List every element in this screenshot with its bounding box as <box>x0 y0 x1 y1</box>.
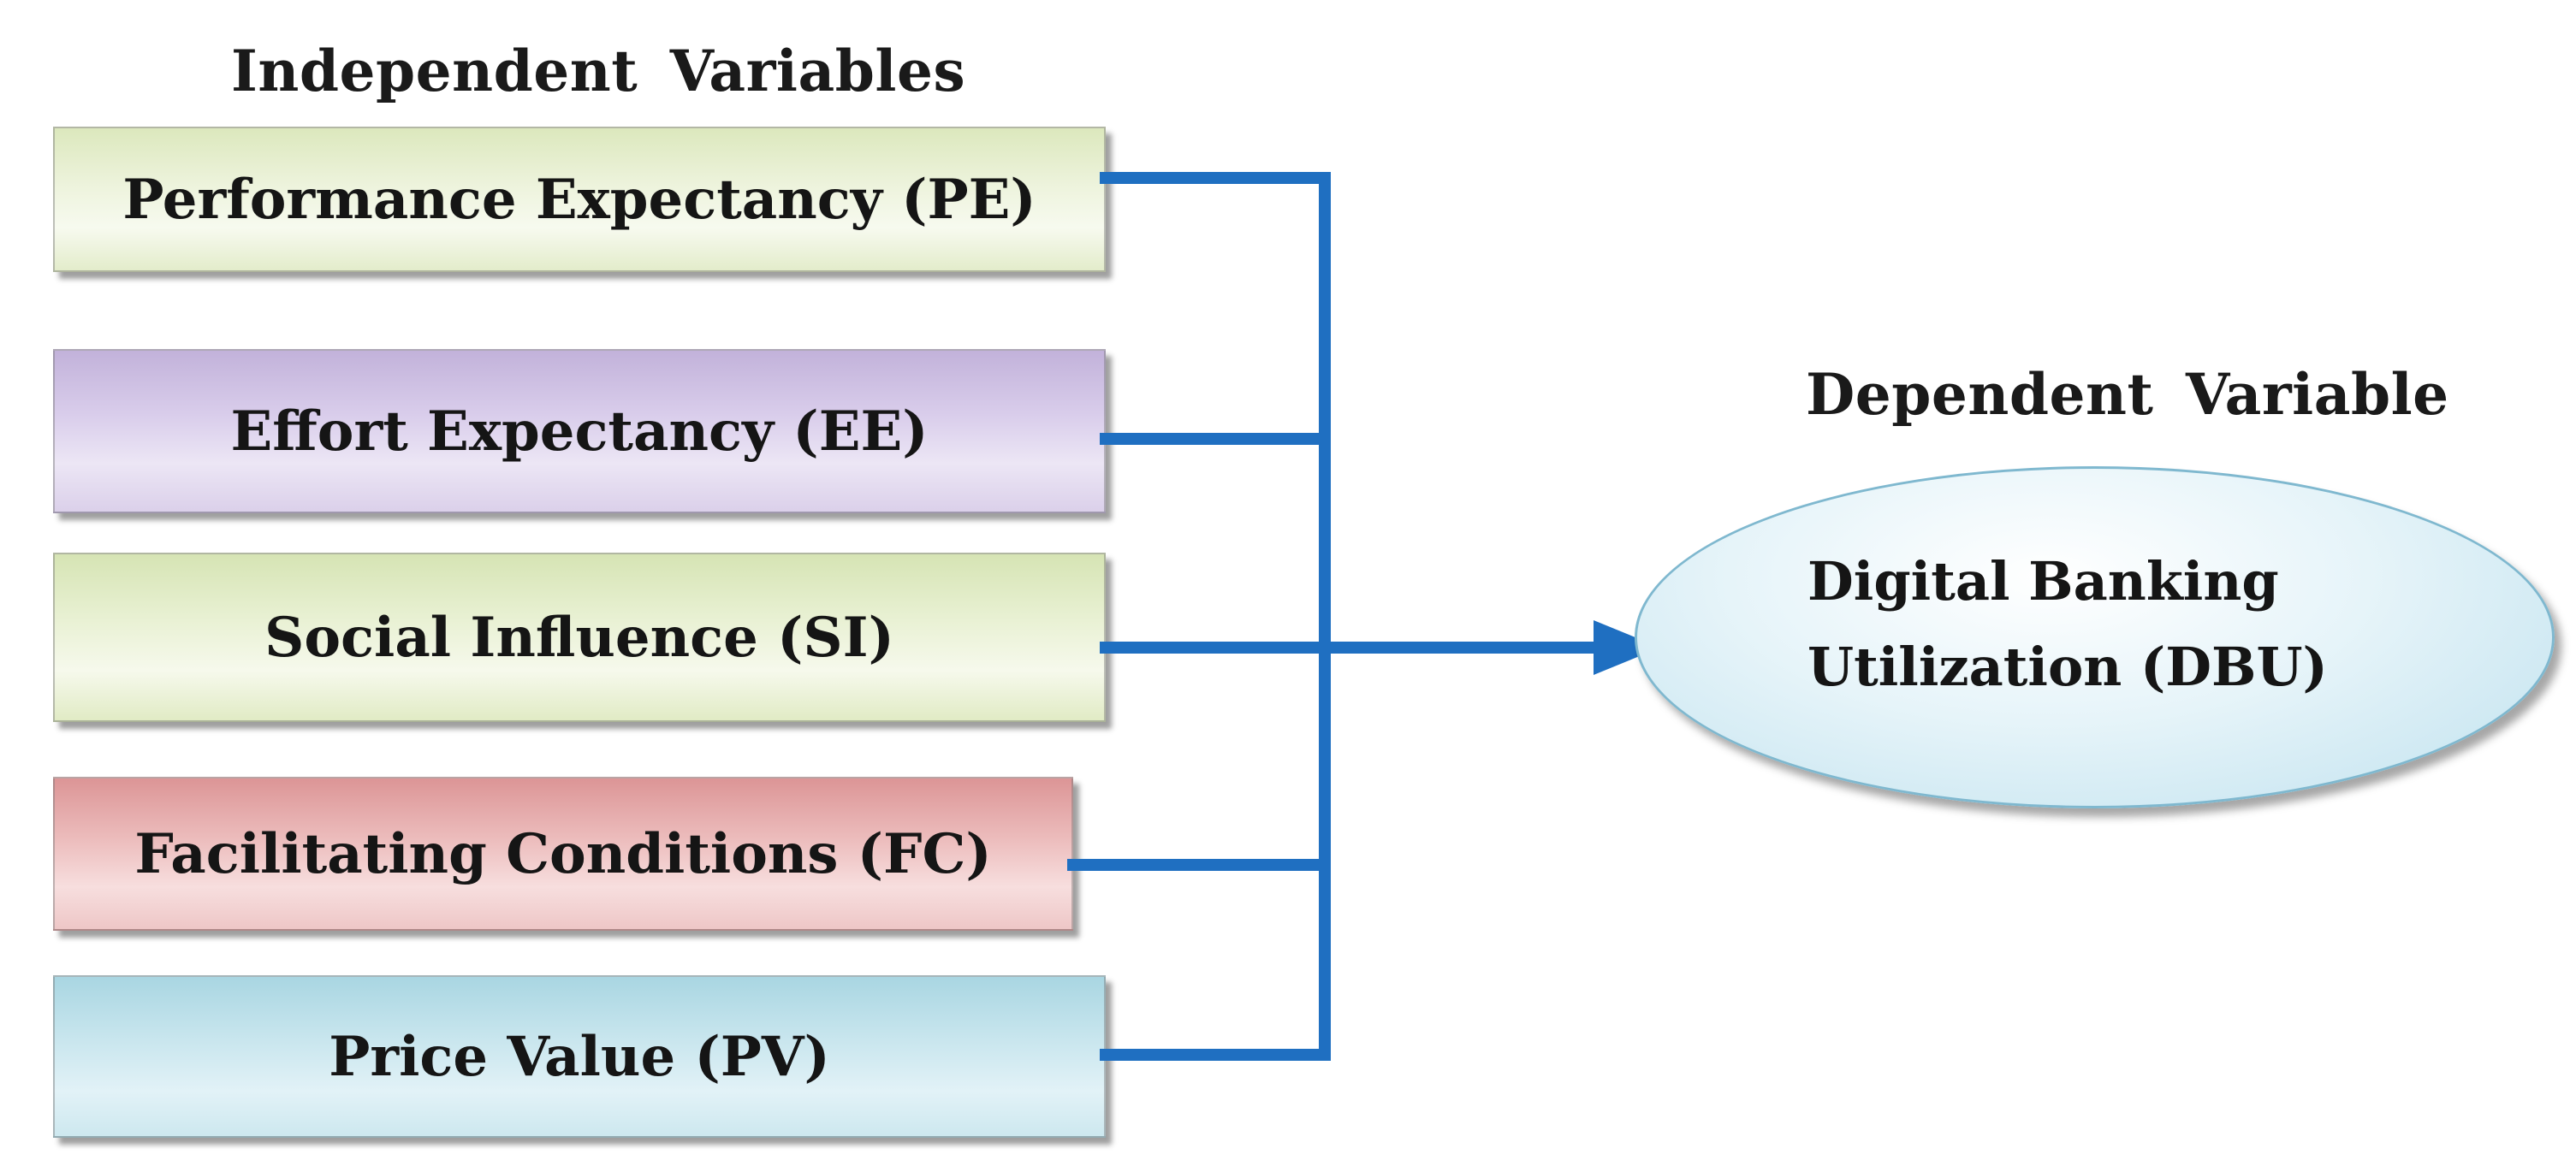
social-influence-box: Social Influence (SI) <box>53 553 1106 722</box>
price-value-box: Price Value (PV) <box>53 975 1106 1138</box>
effort-expectancy-label: Effort Expectancy (EE) <box>230 399 929 464</box>
performance-expectancy-box: Performance Expectancy (PE) <box>53 127 1106 272</box>
facilitating-conditions-label: Facilitating Conditions (FC) <box>134 821 992 886</box>
independent-variables-heading: Independent Variables <box>231 38 966 104</box>
price-value-label: Price Value (PV) <box>329 1024 830 1089</box>
dbu-label-line1: Digital Banking <box>1807 550 2279 613</box>
arrowhead-icon <box>1594 620 1660 675</box>
digital-banking-utilization-label: Digital Banking Utilization (DBU) <box>1807 539 2328 710</box>
facilitating-conditions-box: Facilitating Conditions (FC) <box>53 777 1073 931</box>
social-influence-label: Social Influence (SI) <box>264 605 894 670</box>
dependent-variable-heading: Dependent Variable <box>1806 361 2449 428</box>
digital-banking-utilization-ellipse <box>1635 466 2555 808</box>
effort-expectancy-box: Effort Expectancy (EE) <box>53 349 1106 513</box>
performance-expectancy-label: Performance Expectancy (PE) <box>122 167 1036 232</box>
dbu-label-line2: Utilization (DBU) <box>1807 636 2328 698</box>
